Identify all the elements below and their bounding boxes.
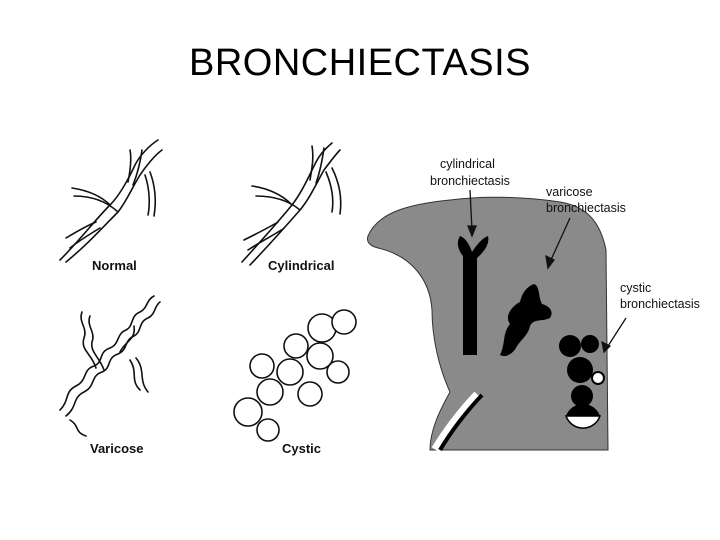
lung-label-varicose-line2: bronchiectasis	[546, 201, 626, 215]
lung-label-cylindrical-line1: cylindrical	[440, 157, 495, 171]
varicose-airway	[500, 284, 552, 357]
panel-label-normal: Normal	[92, 258, 137, 273]
main-bronchus-wall	[438, 393, 484, 452]
lung-label-cystic-line1: cystic	[620, 281, 651, 295]
panel-label-varicose: Varicose	[90, 441, 144, 456]
page-title-text: BRONCHIECTASIS	[188, 42, 531, 84]
cystic-airway	[559, 335, 605, 429]
lung-label-varicose-line1: varicose	[546, 185, 593, 199]
main-bronchus	[431, 391, 482, 453]
panel-label-cylindrical: Cylindrical	[268, 258, 334, 273]
varicose-airway-sketch	[59, 295, 161, 437]
cylindrical-airway	[457, 236, 489, 355]
annotation-arrows	[467, 189, 627, 354]
cylindrical-airway-sketch	[241, 142, 342, 266]
cystic-airway-sketch	[233, 309, 357, 442]
normal-airway-sketch	[59, 139, 163, 263]
lung-label-cylindrical-line2: bronchiectasis	[430, 174, 510, 188]
lung-label-cystic-line2: bronchiectasis	[620, 297, 700, 311]
panel-label-cystic: Cystic	[282, 441, 321, 456]
page-title: BRONCHIECTASIS	[0, 42, 720, 85]
